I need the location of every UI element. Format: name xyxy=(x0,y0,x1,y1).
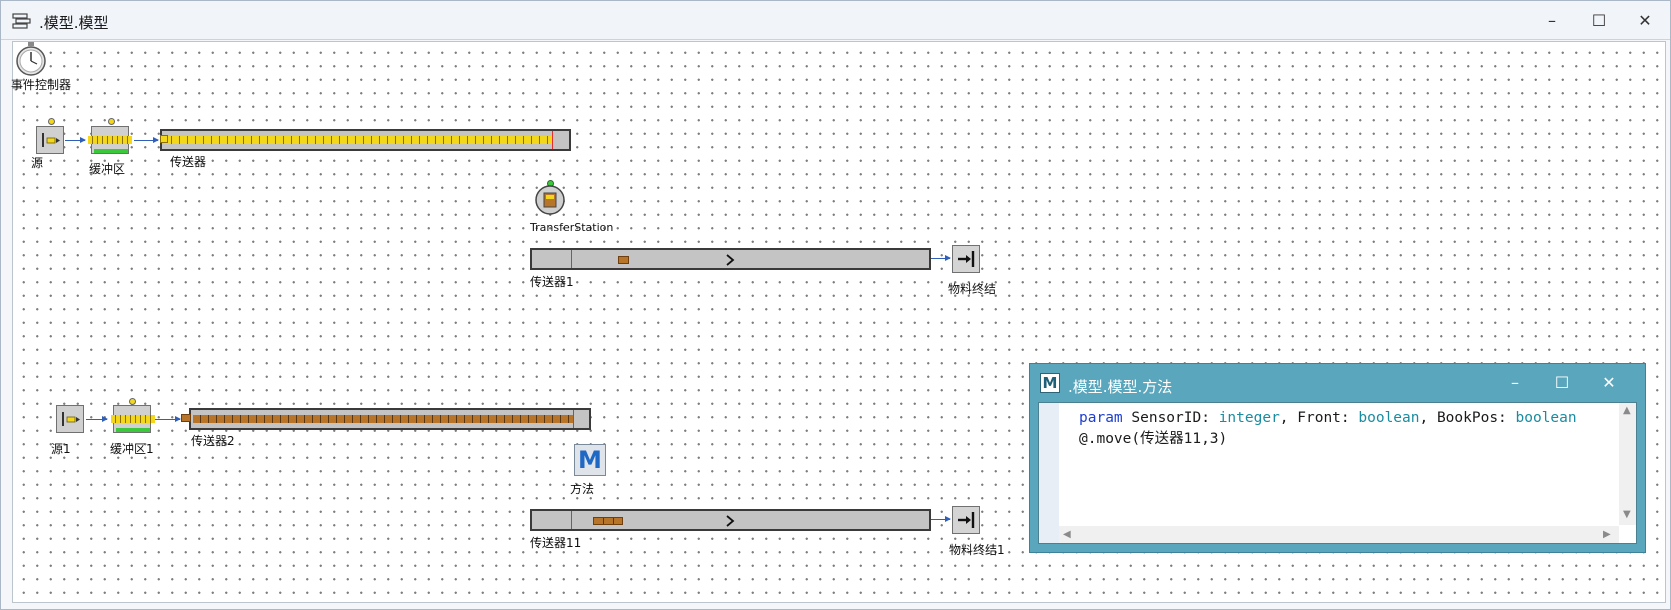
status-indicator xyxy=(129,398,136,405)
entry-part xyxy=(181,414,191,422)
code-text[interactable]: param SensorID: integer, Front: boolean,… xyxy=(1079,408,1577,450)
connector-arrow[interactable] xyxy=(931,255,951,261)
vertical-scrollbar[interactable]: ▲ ▼ xyxy=(1619,403,1636,525)
code-line-2: @.move(传送器11,3) xyxy=(1079,431,1228,447)
drain-icon xyxy=(958,251,975,267)
method-window-icon: M xyxy=(1040,373,1060,393)
stopwatch-icon[interactable] xyxy=(14,41,48,77)
source-icon xyxy=(62,412,80,426)
buffer-label: 缓冲区 xyxy=(89,162,126,176)
method-icon: M xyxy=(578,446,602,474)
event-controller-label: 事件控制器 xyxy=(11,78,72,92)
frame-icon xyxy=(12,13,31,29)
status-indicator xyxy=(108,118,115,125)
method-close-button[interactable]: ✕ xyxy=(1602,373,1616,392)
scroll-up-icon[interactable]: ▲ xyxy=(1623,405,1631,416)
source-block[interactable] xyxy=(36,126,64,154)
transfer-station-label: TransferStation xyxy=(530,221,614,234)
method-window-title: .模型.模型.方法 xyxy=(1068,378,1173,396)
code-type: boolean xyxy=(1515,410,1577,426)
buffer-block[interactable] xyxy=(88,126,132,154)
drain1-label: 物料终结1 xyxy=(949,543,1005,557)
drain1-block[interactable] xyxy=(952,506,980,534)
buffer1-block[interactable] xyxy=(111,405,155,433)
close-button[interactable]: ✕ xyxy=(1638,11,1652,30)
sensor-line xyxy=(571,250,572,268)
method-title-bar[interactable]: M .模型.模型.方法 – ☐ ✕ xyxy=(1030,364,1645,400)
code-editor[interactable]: param SensorID: integer, Front: boolean,… xyxy=(1038,402,1637,544)
conveyor1-label: 传送器1 xyxy=(530,275,574,289)
method-editor-window: M .模型.模型.方法 – ☐ ✕ param SensorID: intege… xyxy=(1029,363,1646,553)
conveyor-label: 传送器 xyxy=(170,155,207,169)
conveyor-block[interactable] xyxy=(160,129,571,151)
connector-arrow[interactable] xyxy=(86,416,108,422)
conveyor11-label: 传送器11 xyxy=(530,536,582,550)
method-block[interactable]: M xyxy=(574,444,606,476)
source1-block[interactable] xyxy=(56,405,84,433)
source1-label: 源1 xyxy=(51,442,71,456)
scroll-down-icon[interactable]: ▼ xyxy=(1623,509,1631,520)
sensor-line xyxy=(571,511,572,529)
line-gutter xyxy=(1039,403,1059,543)
buffer-status-bar xyxy=(94,149,128,153)
connector-arrow[interactable] xyxy=(65,137,86,143)
conveyor11-block[interactable] xyxy=(530,509,931,531)
code-param-name: , Front: xyxy=(1279,410,1359,426)
method-minimize-button[interactable]: – xyxy=(1511,373,1519,392)
minimize-button[interactable]: – xyxy=(1548,11,1556,30)
conveyor1-block[interactable] xyxy=(530,248,931,270)
scroll-right-icon[interactable]: ▶ xyxy=(1603,529,1611,540)
conveyor-parts xyxy=(193,415,573,423)
window-title: .模型.模型 xyxy=(39,14,109,32)
conveyor-parts xyxy=(164,136,553,144)
connector-arrow[interactable] xyxy=(134,137,159,143)
code-keyword: param xyxy=(1079,410,1123,426)
direction-arrow-icon xyxy=(726,254,735,266)
buffer-status-bar xyxy=(116,428,150,432)
code-type: integer xyxy=(1218,410,1280,426)
moving-part xyxy=(593,517,623,525)
method-label: 方法 xyxy=(570,482,595,496)
source-icon xyxy=(42,133,60,147)
entry-part xyxy=(160,135,168,143)
drain-label: 物料终结 xyxy=(948,282,997,296)
maximize-button[interactable]: ☐ xyxy=(1591,11,1607,30)
code-param-name: SensorID: xyxy=(1122,410,1219,426)
connector-arrow[interactable] xyxy=(931,516,951,522)
method-maximize-button[interactable]: ☐ xyxy=(1554,373,1570,392)
moving-part xyxy=(618,256,629,264)
status-indicator xyxy=(48,118,55,125)
connector-arrow[interactable] xyxy=(155,416,181,422)
conveyor2-block[interactable] xyxy=(189,408,591,430)
conveyor2-label: 传送器2 xyxy=(191,434,235,448)
drain-icon xyxy=(958,512,975,528)
sensor-line xyxy=(573,410,574,428)
code-param-name: , BookPos: xyxy=(1419,410,1516,426)
drain-block[interactable] xyxy=(952,245,980,273)
buffer-parts xyxy=(88,136,132,144)
transfer-station-icon[interactable] xyxy=(534,184,566,216)
source-label: 源 xyxy=(31,156,44,170)
buffer-parts xyxy=(111,415,155,423)
title-bar[interactable]: .模型.模型 – ☐ ✕ xyxy=(1,1,1670,40)
code-type: boolean xyxy=(1358,410,1420,426)
sensor-line xyxy=(552,131,553,149)
direction-arrow-icon xyxy=(726,515,735,527)
buffer1-label: 缓冲区1 xyxy=(110,442,154,456)
horizontal-scrollbar[interactable]: ◀ ▶ xyxy=(1059,526,1619,543)
scroll-left-icon[interactable]: ◀ xyxy=(1063,529,1071,540)
